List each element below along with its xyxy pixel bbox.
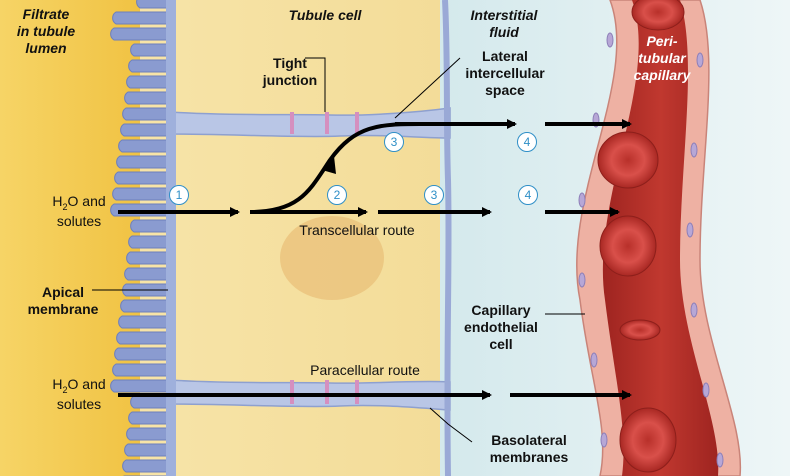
microvillus — [120, 123, 173, 137]
step-3-lateral-marker: 3 — [384, 132, 404, 152]
step-1-marker: 1 — [169, 185, 189, 205]
microvillus — [116, 155, 173, 169]
label-paracellular-route: Paracellular route — [310, 362, 420, 378]
microvillus — [126, 427, 173, 441]
microvillus — [118, 139, 173, 153]
endothelial-nucleus — [716, 452, 724, 468]
leader-lateral-space — [394, 57, 461, 119]
apical-microvilli — [110, 0, 176, 476]
endothelial-nucleus — [578, 192, 586, 208]
leader-lines — [92, 57, 585, 443]
label-basolateral-membranes: Basolateral membranes — [489, 432, 569, 465]
microvillus — [116, 331, 173, 345]
microvillus — [128, 411, 173, 425]
step-3-transcellular-marker: 3 — [424, 185, 444, 205]
label-apical-membrane: Apical membrane — [27, 284, 99, 317]
label-capillary-endothelial-cell: Capillary endothelial cell — [464, 302, 538, 352]
apical-membrane-band — [166, 0, 176, 476]
label-lateral-intercellular-space: Lateral intercellular space — [465, 48, 545, 98]
leader-basolateral — [429, 407, 473, 443]
microvillus — [118, 315, 173, 329]
endothelial-nucleus — [590, 352, 598, 368]
endothelial-nucleus — [578, 272, 586, 288]
step-4-lateral-marker: 4 — [517, 132, 537, 152]
microvillus — [122, 459, 173, 473]
microvillus — [130, 395, 173, 409]
microvillus — [114, 347, 173, 361]
endothelial-nucleus — [696, 52, 704, 68]
transport-arrows — [118, 119, 632, 400]
label-peritubular-capillary: Peri- tubular capillary — [633, 33, 691, 83]
endothelial-nucleus — [686, 222, 694, 238]
step-4-transcellular-marker: 4 — [518, 185, 538, 205]
basolateral-membrane — [442, 0, 452, 476]
microvillus — [124, 91, 173, 105]
microvillus — [114, 171, 173, 185]
red-blood-cells — [597, 0, 685, 473]
microvillus — [110, 27, 173, 41]
microvillus — [128, 235, 173, 249]
microvillus — [126, 75, 173, 89]
cell-nucleus — [280, 216, 384, 300]
endothelial-nucleus — [702, 382, 710, 398]
label-tight-junction: Tight junction — [262, 55, 318, 88]
microvillus — [120, 299, 173, 313]
leader-tight-junction — [305, 57, 326, 112]
step-2-marker: 2 — [327, 185, 347, 205]
label-filtrate: Filtrate in tubule lumen — [16, 6, 76, 56]
endothelial-nucleus — [600, 432, 608, 448]
microvillus — [130, 219, 173, 233]
endothelial-nucleus — [606, 32, 614, 48]
microvillus — [136, 0, 173, 9]
microvillus — [124, 443, 173, 457]
microvillus — [112, 187, 173, 201]
microvillus — [130, 43, 173, 57]
label-interstitial-fluid: Interstitial fluid — [470, 7, 538, 40]
microvillus — [112, 363, 173, 377]
endothelial-nucleus — [690, 302, 698, 318]
microvillus — [128, 59, 173, 73]
tight-junction-markers — [290, 112, 359, 404]
arrowhead-lateral-step — [322, 156, 336, 174]
label-transcellular-route: Transcellular route — [299, 222, 415, 238]
microvillus — [126, 251, 173, 265]
endothelial-nucleus — [690, 142, 698, 158]
arrow-to-lateral-space — [249, 122, 421, 214]
microvillus — [112, 11, 173, 25]
microvillus — [124, 267, 173, 281]
label-tubule-cell: Tubule cell — [288, 7, 362, 23]
endothelial-cell-nuclei — [578, 32, 724, 468]
microvillus — [110, 379, 173, 393]
microvillus — [122, 107, 173, 121]
